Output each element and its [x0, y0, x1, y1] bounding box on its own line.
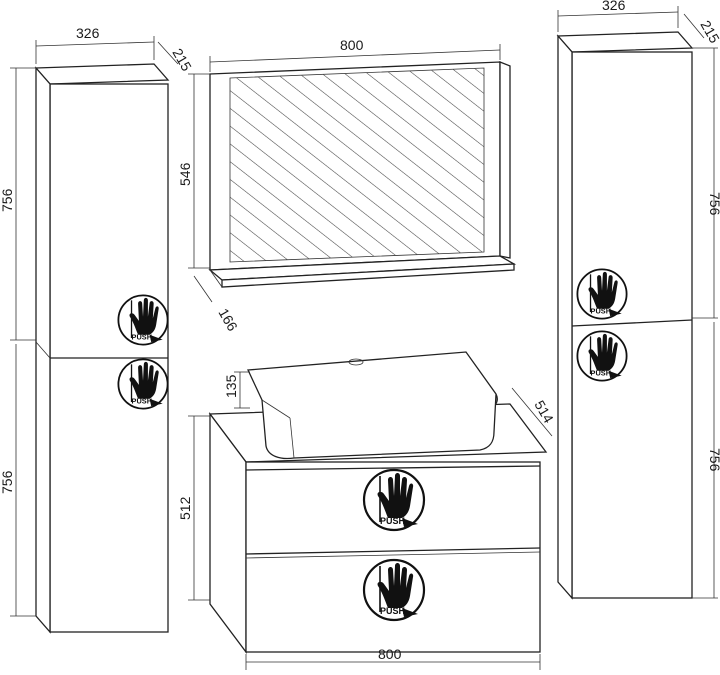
left-lower-push-badge: PUSH: [117, 358, 169, 410]
basin-height-label: 135: [223, 374, 239, 398]
mirror-shelf-depth-label: 166: [215, 306, 241, 334]
right-lower-height-dim: 756: [692, 322, 720, 599]
left-lower-height-dim: 756: [0, 344, 36, 617]
right-upper-height-label: 756: [707, 192, 720, 216]
left-upper-push-badge: PUSH: [117, 294, 169, 346]
right-upper-height-dim: 756: [692, 47, 720, 319]
mirror-width-label: 800: [340, 37, 364, 53]
push-label: PUSH: [591, 369, 612, 378]
right-cabinet-depth-label: 215: [697, 18, 720, 46]
right-cabinet-width-label: 326: [602, 0, 626, 13]
push-label: PUSH: [591, 307, 612, 316]
left-upper-height-label: 756: [0, 188, 15, 212]
left-cabinet-width-dim: 326: [35, 25, 155, 64]
push-label: PUSH: [132, 333, 153, 342]
right-lower-push-badge: PUSH: [576, 330, 628, 382]
right-upper-push-badge: PUSH: [576, 268, 628, 320]
right-tall-cabinet: [556, 31, 694, 600]
vanity-height-label: 512: [177, 496, 193, 520]
push-label: PUSH: [380, 516, 405, 526]
vanity-depth-label: 514: [531, 398, 557, 426]
right-lower-height-label: 756: [707, 448, 720, 472]
mirror-height-label: 546: [177, 162, 193, 186]
vanity-top-drawer-push-badge: PUSH: [362, 468, 426, 532]
left-cabinet-depth-dim: 215: [157, 41, 195, 74]
left-cabinet-width-label: 326: [76, 25, 100, 41]
left-cabinet-depth-label: 215: [169, 46, 195, 74]
mirror-height-dim: 546: [177, 73, 210, 269]
left-tall-cabinet: [34, 63, 170, 634]
mirror: [208, 61, 517, 288]
push-label: PUSH: [380, 606, 405, 616]
left-upper-height-dim: 756: [0, 67, 36, 341]
left-lower-height-label: 756: [0, 470, 15, 494]
vanity-width-dim: 800: [245, 646, 541, 670]
right-cabinet-depth-dim: 215: [683, 13, 720, 46]
vanity-bottom-drawer-push-badge: PUSH: [362, 558, 426, 622]
vanity-width-label: 800: [378, 646, 402, 662]
right-cabinet-width-dim: 326: [557, 0, 679, 32]
basin-height-dim: 135: [223, 371, 250, 409]
vanity-height-dim: 512: [177, 415, 210, 601]
mirror-width-dim: 800: [209, 37, 501, 72]
push-label: PUSH: [132, 397, 153, 406]
basin: [247, 351, 498, 460]
